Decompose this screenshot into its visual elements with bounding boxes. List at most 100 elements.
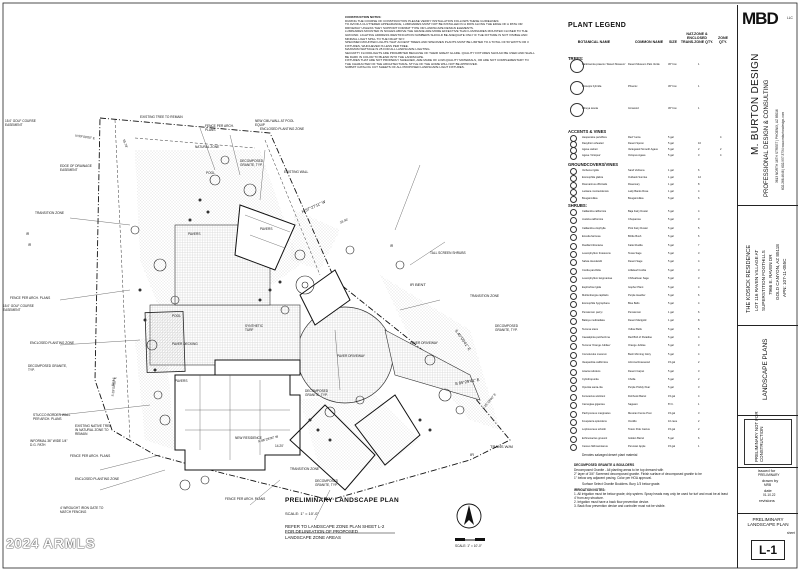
- plant-symbol-icon: [570, 368, 577, 376]
- divider: [738, 205, 798, 206]
- legend-cell-size: 5 gal: [668, 218, 674, 222]
- plant-symbol-icon: [570, 234, 577, 242]
- plant-symbol-icon: [570, 276, 577, 284]
- drainage-easement-label: EDGE OF DRAINAGE EASEMENT: [60, 164, 92, 172]
- legend-cell-common: Desert Sage: [628, 260, 643, 264]
- legend-cell-q1: 4: [698, 302, 700, 306]
- legend-cell-q1: 2: [698, 148, 700, 151]
- sheet-label: sheet: [787, 531, 795, 535]
- legend-cell-botanical: Ruellia brittoniana: [582, 243, 603, 247]
- legend-cell-size: 1 gal: [668, 319, 674, 323]
- plant-symbol-icon: [570, 168, 577, 175]
- plant-symbol-icon: [570, 402, 577, 410]
- divider: [738, 415, 798, 416]
- legend-cell-size: 1 gal: [668, 310, 674, 314]
- project-name: THE KOSICK RESIDENCE: [746, 244, 752, 313]
- ir-bent-label: IR BENT: [410, 282, 426, 287]
- plant-symbols: [130, 155, 465, 491]
- sheet-block-title: PRELIMINARY LANDSCAPE PLAN: [747, 517, 789, 528]
- legend-cell-size: 5 gal: [668, 352, 674, 356]
- legend-cell-common: Yellow Bells: [628, 327, 642, 331]
- legend-cell-q1: 6: [698, 436, 700, 440]
- legend-cell-q1: 7: [698, 243, 700, 247]
- legend-cell-common: Lady Banks Rose: [628, 190, 649, 193]
- plant-symbol-icon: [570, 385, 577, 393]
- existing-tree-label: EXISTING TREE TO REMAIN: [140, 115, 183, 119]
- divider: [738, 513, 798, 514]
- legend-cell-botanical: Caesalpinia pulcherrima: [582, 336, 610, 339]
- trans-label: TRANS W/M: [490, 444, 513, 449]
- plant-symbol-icon: [570, 326, 577, 334]
- stucco-wall-label: STUCCO BORDER WALL PER ARCH. PLANS: [33, 413, 71, 421]
- project-address: 7966 E. RAVEN DR: [768, 254, 773, 295]
- pool: [144, 310, 186, 374]
- legend-cell-botanical: Hesperaloe parviflora: [582, 136, 607, 139]
- groundcovers-title: GROUNDCOVERS/VINES: [568, 162, 619, 167]
- plant-symbol-icon: [570, 259, 577, 267]
- plant-symbol-icon: [570, 410, 577, 418]
- firm-logo: MBD: [742, 9, 779, 28]
- legend-cell-size: 5 gal: [668, 148, 674, 151]
- legend-cell-common: Desert Spoon: [628, 142, 644, 145]
- synthetic-turf-label: SYNTHETIC TURF: [245, 324, 264, 332]
- paver-driveway-label: PAVER DRIVEWAY: [410, 341, 438, 345]
- legend-cell-size: 1 gal: [668, 176, 674, 179]
- zone-reference-line: LANDSCAPE ZONE AREAS: [285, 534, 341, 540]
- legend-cell-qty: 1: [698, 107, 700, 110]
- legend-cell-common: Cholla: [628, 378, 636, 381]
- zone-reference-note: REFER TO LANDSCAPE ZONE PLAN SHEET L-2 F…: [285, 524, 399, 540]
- legend-cell-q1: 4: [698, 260, 700, 264]
- legend-cell-botanical: Calliandra eriophylla: [582, 226, 606, 230]
- new-residence-label: NEW RESIDENCE: [235, 436, 262, 440]
- legend-cell-q2: 2: [720, 148, 722, 151]
- legend-cell-q1: 1: [698, 403, 700, 407]
- legend-cell-botanical: Parkinsonia praecox 'Desert Museum': [582, 63, 626, 66]
- legend-cell-botanical: Rosmarinus officinalis: [582, 183, 608, 186]
- legend-cell-size: 5 gal: [668, 386, 674, 390]
- legend-cell-common: Bougainvillea: [628, 197, 644, 200]
- legend-cell-size: 5 gal: [668, 268, 674, 272]
- legend-cell-q1: 4: [698, 210, 700, 213]
- granite-line: 1" below any adjacent paving. Color per …: [574, 476, 652, 480]
- tree-symbol-icon: [570, 59, 584, 73]
- plan-title: PRELIMINARY LANDSCAPE PLAN: [285, 497, 399, 504]
- legend-cell-size: 1 gal: [668, 190, 674, 193]
- legend-cell-q1: 8: [698, 183, 700, 186]
- sheet-number: L-1: [751, 540, 785, 560]
- paver-driveway: [296, 306, 481, 404]
- tall-screen-label: TALL SCREEN SHRUBS: [430, 251, 466, 255]
- plant-symbol-icon: [570, 335, 577, 342]
- legend-cell-common: Fishhook Barrel: [628, 394, 647, 398]
- plant-symbol-icon: [570, 217, 577, 225]
- north-arrow: [455, 503, 485, 541]
- golf-easement-label: 15.0' GOLF COURSE EASEMENT: [5, 119, 36, 127]
- legend-cell-common: Golden Barrel: [628, 436, 645, 440]
- construction-note-line: SUBMIT CATALOG CUT SHEETS OF ALL PROPOSE…: [345, 65, 465, 70]
- zone-reference-line: FOR DELINEATION OF PROPOSED: [285, 529, 358, 535]
- legend-cell-common: Littleleaf Cordia: [628, 268, 647, 272]
- legend-cell-size: 5 gal: [668, 436, 674, 440]
- legend-cell-size: 5 gal: [668, 302, 674, 306]
- legend-cell-common: Arizona Rosewood: [628, 361, 650, 365]
- legend-cell-size: 1 gal: [668, 183, 674, 186]
- ir-label: IR: [470, 452, 474, 457]
- plant-symbol-icon: [570, 343, 577, 351]
- legend-cell-common: Octopus Agave: [628, 154, 646, 157]
